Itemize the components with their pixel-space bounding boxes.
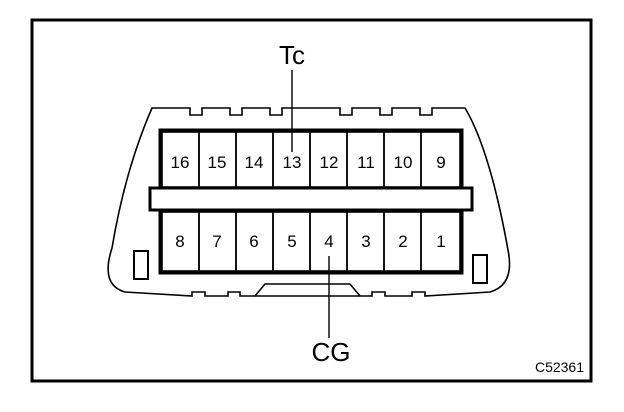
pin-label-10: 10 [394,153,413,172]
pin-label-13: 13 [283,153,302,172]
pin-label-1: 1 [436,232,445,251]
pin-label-16: 16 [171,153,190,172]
right-latch [472,254,488,284]
center-divider [148,186,474,212]
pin-label-8: 8 [175,232,184,251]
pin-cell-1 [420,211,461,272]
pin-label-2: 2 [398,232,407,251]
bottom-row [161,211,461,272]
pin-label-14: 14 [245,153,264,172]
pin-label-12: 12 [320,153,339,172]
figure-code: C52361 [535,359,584,375]
pin-label-11: 11 [357,153,375,172]
tc-callout-label: Tc [279,40,305,70]
pin-label-5: 5 [287,232,296,251]
pin-label-15: 15 [208,153,227,172]
connector-housing [107,107,511,297]
left-latch [133,250,149,280]
pin-label-9: 9 [436,153,445,172]
figure-frame [30,18,593,383]
pin-label-4: 4 [324,232,333,251]
pin-label-6: 6 [249,232,258,251]
pin-label-7: 7 [212,232,221,251]
cg-callout-label: CG [312,337,351,367]
pin-label-3: 3 [361,232,370,251]
